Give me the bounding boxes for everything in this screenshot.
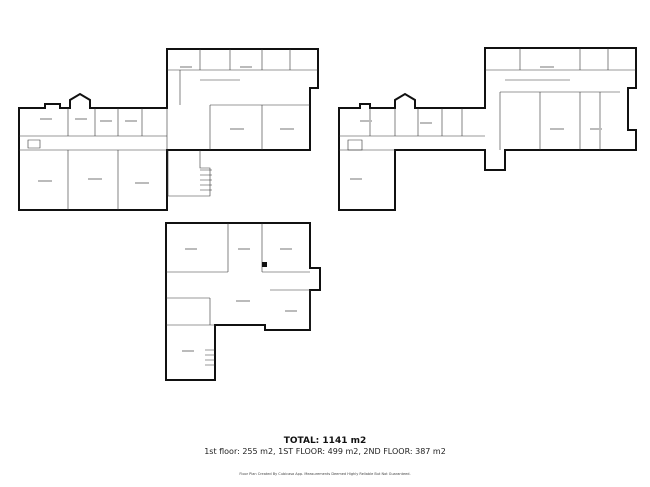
total-area: TOTAL: 1141 m2	[283, 436, 367, 446]
floor-plan-bottom	[165, 222, 321, 381]
disclaimer: Floor Plan Created By Cubicasa App. Meas…	[239, 472, 411, 476]
floor-area-breakdown: 1st floor: 255 m2, 1ST FLOOR: 499 m2, 2N…	[204, 447, 446, 456]
room-label-marks	[38, 66, 602, 352]
floor-plan-middle	[338, 47, 637, 211]
floor-plan-left	[18, 48, 319, 211]
